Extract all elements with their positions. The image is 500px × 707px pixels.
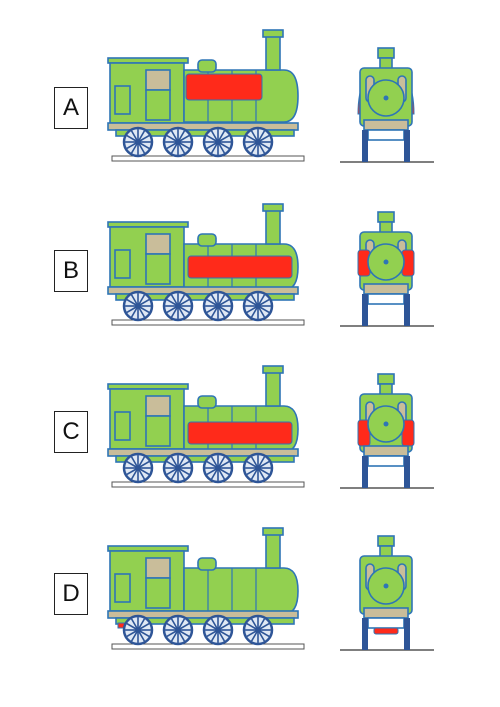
lower-frame bbox=[367, 455, 405, 467]
wheel bbox=[242, 452, 274, 484]
option-letter: D bbox=[62, 580, 80, 607]
cab-window bbox=[145, 233, 171, 255]
front-wheel-right bbox=[404, 294, 410, 326]
cab-window bbox=[145, 557, 171, 579]
cab-side-panel bbox=[114, 411, 131, 441]
option-letter: B bbox=[62, 257, 79, 284]
cab-door bbox=[145, 415, 171, 447]
wheel bbox=[242, 126, 274, 158]
wheel bbox=[202, 614, 234, 646]
wheel bbox=[242, 614, 274, 646]
chimney bbox=[265, 533, 281, 569]
buffer-beam bbox=[363, 283, 409, 295]
front-view-0 bbox=[340, 47, 434, 163]
chimney bbox=[265, 209, 281, 245]
front-view-3 bbox=[340, 535, 434, 651]
front-wheel-right bbox=[404, 456, 410, 488]
front-wheel-left bbox=[362, 456, 368, 488]
side-view-2 bbox=[107, 365, 305, 488]
wheel bbox=[202, 452, 234, 484]
chimney-cap bbox=[377, 47, 395, 59]
boiler bbox=[183, 567, 299, 615]
option-label-d[interactable]: D bbox=[54, 573, 88, 615]
option-letter: C bbox=[62, 418, 80, 445]
rail bbox=[111, 481, 305, 488]
cab-window bbox=[145, 69, 171, 91]
rail bbox=[111, 155, 305, 162]
option-label-c[interactable]: C bbox=[54, 411, 88, 453]
buffer-beam bbox=[363, 119, 409, 131]
buffer-beam bbox=[363, 445, 409, 457]
side-view-1 bbox=[107, 203, 305, 326]
front-view-1 bbox=[340, 211, 434, 327]
wheel bbox=[242, 290, 274, 322]
wheel bbox=[162, 290, 194, 322]
cab-side-panel bbox=[114, 573, 131, 603]
wheel bbox=[162, 452, 194, 484]
option-label-a[interactable]: A bbox=[54, 87, 88, 129]
steam-dome bbox=[197, 395, 217, 409]
rail bbox=[111, 319, 305, 326]
cab-side-panel bbox=[114, 249, 131, 279]
lower-frame bbox=[367, 293, 405, 305]
chimney-cap bbox=[377, 535, 395, 547]
highlight-region bbox=[187, 255, 293, 279]
cab-door bbox=[145, 89, 171, 121]
steam-dome bbox=[197, 59, 217, 73]
front-wheel-right bbox=[404, 618, 410, 650]
chimney-cap bbox=[262, 527, 284, 536]
front-wheel-left bbox=[362, 130, 368, 162]
wheel bbox=[122, 452, 154, 484]
wheel bbox=[122, 126, 154, 158]
wheel bbox=[162, 614, 194, 646]
front-wheel-right bbox=[404, 130, 410, 162]
rail bbox=[111, 643, 305, 650]
wheel bbox=[202, 290, 234, 322]
chimney-cap bbox=[262, 203, 284, 212]
front-wheel-left bbox=[362, 618, 368, 650]
chimney-cap bbox=[262, 365, 284, 374]
chimney-cap bbox=[262, 29, 284, 38]
lower-frame bbox=[367, 617, 405, 629]
cab-side-panel bbox=[114, 85, 131, 115]
wheel bbox=[122, 614, 154, 646]
cab-window bbox=[145, 395, 171, 417]
highlight-region bbox=[187, 421, 293, 445]
front-wheel-left bbox=[362, 294, 368, 326]
cab-door bbox=[145, 253, 171, 285]
chimney-cap bbox=[377, 373, 395, 385]
highlight-region bbox=[185, 73, 263, 101]
wheel bbox=[122, 290, 154, 322]
steam-dome bbox=[197, 233, 217, 247]
chimney-cap bbox=[377, 211, 395, 223]
smokebox-handle bbox=[383, 95, 389, 101]
wheel bbox=[202, 126, 234, 158]
buffer-beam bbox=[363, 607, 409, 619]
option-label-b[interactable]: B bbox=[54, 250, 88, 292]
chimney bbox=[265, 371, 281, 407]
highlight-region bbox=[373, 627, 399, 635]
lower-frame bbox=[367, 129, 405, 141]
option-letter: A bbox=[62, 94, 79, 121]
smokebox-handle bbox=[383, 259, 389, 265]
side-view-0 bbox=[107, 29, 305, 162]
chimney bbox=[265, 35, 281, 71]
cab-door bbox=[145, 577, 171, 609]
front-view-2 bbox=[340, 373, 434, 489]
side-view-3 bbox=[107, 527, 305, 650]
steam-dome bbox=[197, 557, 217, 571]
wheel bbox=[162, 126, 194, 158]
smokebox-handle bbox=[383, 421, 389, 427]
smokebox-handle bbox=[383, 583, 389, 589]
